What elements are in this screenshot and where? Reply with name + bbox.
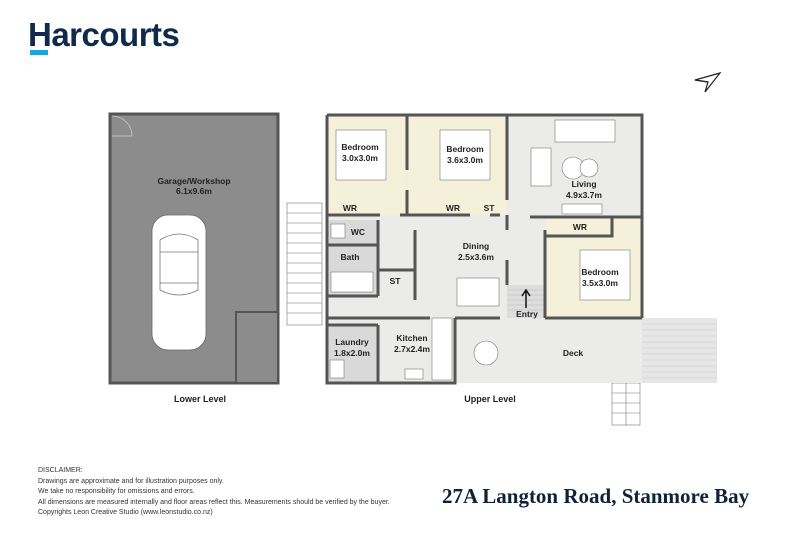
room-deck: Deck [563,348,584,358]
room-size: 4.9x3.7m [566,190,602,200]
garage [108,112,280,385]
stairs [286,202,323,326]
room-wr: WR [573,222,587,232]
property-address: 27A Langton Road, Stanmore Bay [442,484,750,508]
disclaimer-line: Drawings are approximate and for illustr… [38,477,224,485]
room-size: 2.7x2.4m [394,344,430,354]
room-name: Bedroom [341,142,379,152]
north-arrow-icon [694,71,722,93]
room-wc: WC [351,227,365,237]
room-size: 2.5x3.6m [458,252,494,262]
room-name: Bedroom [581,267,619,277]
upper-floor [325,113,717,426]
room-name: Dining [463,241,489,251]
room-name: Bedroom [446,144,484,154]
room-size: 6.1x9.6m [176,186,212,196]
car-icon [151,214,207,351]
room-bath: Bath [341,252,360,262]
room-name: Garage/Workshop [157,176,230,186]
room-wr: WR [446,203,460,213]
room-name: Living [571,179,596,189]
room-wr: WR [343,203,357,213]
room-entry: Entry [516,309,538,319]
room-size: 1.8x2.0m [334,348,370,358]
disclaimer-title: DISCLAIMER: [38,467,83,474]
room-size: 3.6x3.0m [447,155,483,165]
level-label: Lower Level [174,394,226,404]
entry-arrow-icon [521,288,531,308]
disclaimer-line: All dimensions are measured internally a… [38,498,390,506]
room-name: Laundry [335,337,369,347]
disclaimer-line: We take no responsibility for omissions … [38,488,195,495]
room-name: Kitchen [396,333,427,343]
level-label: Upper Level [464,394,516,404]
room-st: ST [390,276,402,286]
harcourts-logo: Harcourts [28,16,180,53]
room-size: 3.5x3.0m [582,278,618,288]
logo-accent-bar [30,50,48,55]
room-st: ST [484,203,496,213]
room-size: 3.0x3.0m [342,153,378,163]
disclaimer-line: Copyrights Leon Creative Studio (www.leo… [38,509,213,516]
disclaimer: DISCLAIMER: Drawings are approximate and… [38,466,390,519]
